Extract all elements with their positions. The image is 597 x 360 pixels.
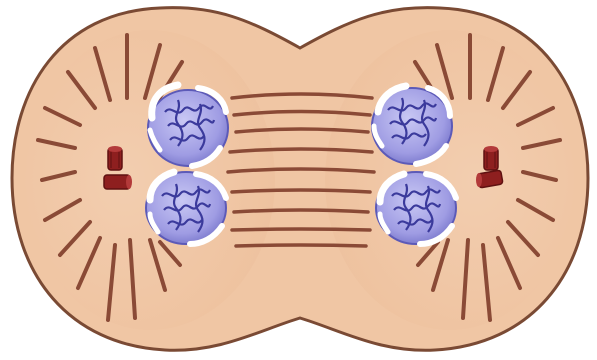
left-upper-nucleus bbox=[148, 85, 228, 166]
left-lower-nucleus bbox=[146, 172, 226, 244]
right-lower-nucleus bbox=[376, 172, 456, 244]
right-upper-nucleus bbox=[372, 86, 452, 164]
right-cytoplasm-region bbox=[325, 30, 575, 330]
